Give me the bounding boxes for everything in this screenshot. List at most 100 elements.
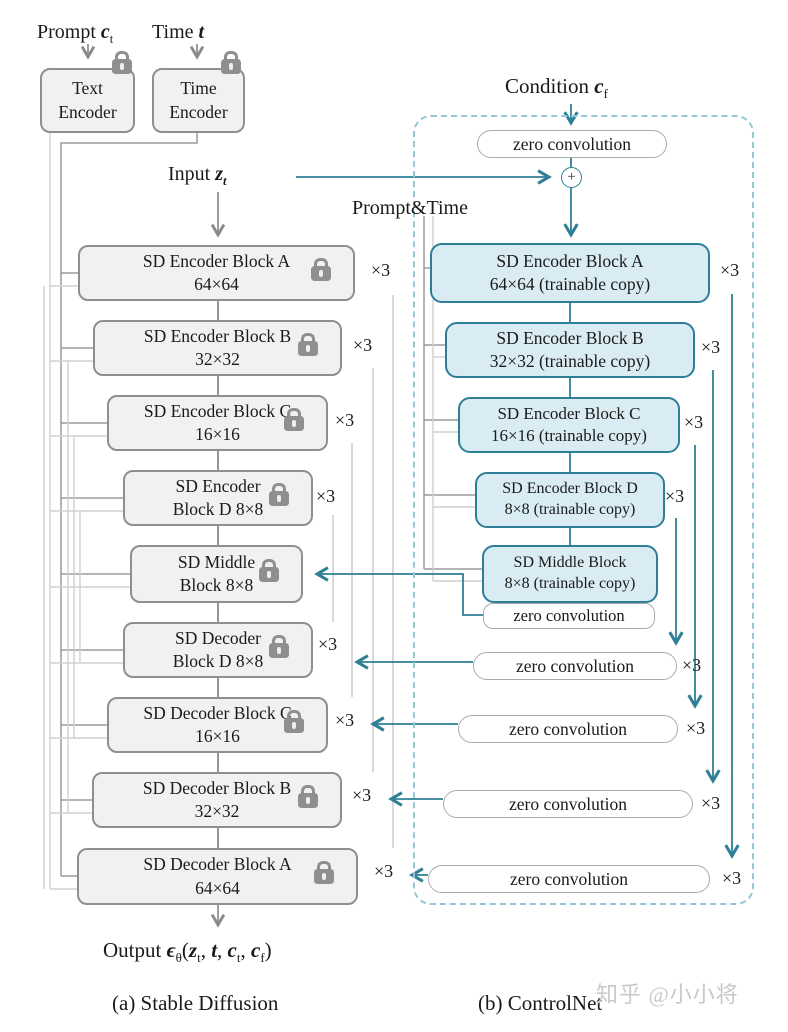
times3-label: ×3 xyxy=(371,260,391,280)
times3-label: ×3 xyxy=(374,861,394,881)
block-dims: 8×8 (trainable copy) xyxy=(504,501,636,518)
time-encoder-block: Time Encoder xyxy=(152,68,245,133)
block-title: SD Decoder Block A xyxy=(143,854,292,875)
times3-label: ×3 xyxy=(353,335,373,355)
output-t: t xyxy=(211,938,218,962)
text-encoder-line1: Text xyxy=(72,78,103,99)
block-title: SD Decoder Block B xyxy=(142,777,292,798)
lock-icon xyxy=(298,333,318,356)
block-dims: 64×64 xyxy=(194,274,239,294)
controlnet-encoder-block-c: SD Encoder Block C 16×16 (trainable copy… xyxy=(458,397,680,453)
teal-flow-lines xyxy=(296,104,579,545)
zero-convolution-decoder-c: zero convolution xyxy=(458,715,678,743)
output-epsilon: ϵ xyxy=(166,938,176,962)
times3-label: ×3 xyxy=(335,710,355,730)
controlnet-encoder-block-b: SD Encoder Block B 32×32 (trainable copy… xyxy=(445,322,695,378)
text-encoder-line2: Encoder xyxy=(58,101,117,122)
lock-icon xyxy=(284,710,304,733)
time-label: Time t xyxy=(152,21,204,44)
prompt-label: Prompt ct xyxy=(37,21,113,47)
paren: ( xyxy=(181,938,189,962)
zero-conv-to-decoder-arrows xyxy=(314,566,483,883)
zero-convolution-middle: zero convolution xyxy=(483,603,655,629)
block-title: SD Decoder xyxy=(174,627,261,648)
input-var: z xyxy=(215,163,224,185)
sd-encoder-block-a: SD Encoder Block A 64×64 xyxy=(78,245,355,301)
sd-encoder-block-b: SD Encoder Block B 32×32 xyxy=(93,320,342,376)
lock-icon xyxy=(259,559,279,582)
controlnet-encoder-block-a: SD Encoder Block A 64×64 (trainable copy… xyxy=(430,243,710,303)
block-dims: 8×8 (trainable copy) xyxy=(504,575,636,592)
input-word: Input xyxy=(168,163,216,185)
add-node: + xyxy=(561,167,582,188)
controlnet-dashed-container xyxy=(413,115,754,905)
block-title: SD Encoder Block A xyxy=(496,251,644,272)
lock-icon xyxy=(298,785,318,808)
block-title: SD Encoder Block B xyxy=(496,328,644,349)
lock-icon xyxy=(284,408,304,431)
condition-label: Condition cf xyxy=(505,74,608,102)
condition-word: Condition xyxy=(505,74,595,98)
caption-stable-diffusion: (a) Stable Diffusion xyxy=(112,991,279,1015)
output-label: Output ϵθ(zt, t, ct, cf) xyxy=(103,938,272,966)
times3-label: ×3 xyxy=(318,634,338,654)
output-z: z xyxy=(188,938,198,962)
zero-convolution-decoder-d: zero convolution xyxy=(473,652,677,680)
lock-icon xyxy=(311,258,331,281)
output-c1-sub: t xyxy=(236,950,241,966)
times3-label: ×3 xyxy=(701,793,721,813)
block-title: SD Middle xyxy=(177,551,256,572)
prompt-time-label: Prompt&Time xyxy=(352,197,468,219)
times3-label: ×3 xyxy=(316,486,336,506)
zero-convolution-top: zero convolution xyxy=(477,130,667,158)
times3-label: ×3 xyxy=(352,785,372,805)
block-dims: 32×32 xyxy=(195,349,240,369)
times3-label: ×3 xyxy=(684,412,704,432)
output-z-sub: t xyxy=(197,950,201,966)
input-sub: t xyxy=(223,174,227,188)
sep: , xyxy=(200,938,212,962)
prompt-sub: t xyxy=(109,32,114,46)
sep: , xyxy=(240,938,251,962)
gray-arrows xyxy=(80,44,226,928)
times3-label: ×3 xyxy=(720,260,740,280)
left-bus-dark xyxy=(60,133,198,877)
block-dims: 32×32 (trainable copy) xyxy=(489,351,651,371)
left-bus-light xyxy=(43,133,130,890)
skip-connection-lines xyxy=(332,295,394,848)
text-encoder-block: Text Encoder xyxy=(40,68,135,133)
zero-convolution-decoder-b: zero convolution xyxy=(443,790,693,818)
output-c2: c xyxy=(251,938,261,962)
time-var: t xyxy=(198,21,205,43)
block-dims: Block D 8×8 xyxy=(172,651,264,671)
block-title: SD Encoder Block C xyxy=(497,403,641,423)
time-encoder-line2: Encoder xyxy=(169,101,228,122)
controlnet-encoder-block-d: SD Encoder Block D 8×8 (trainable copy) xyxy=(475,472,665,528)
block-dims: 16×16 xyxy=(195,424,240,444)
lock-icon xyxy=(112,51,132,74)
block-dims: 32×32 xyxy=(194,801,240,821)
times3-label: ×3 xyxy=(682,655,702,675)
time-word: Time xyxy=(152,21,199,43)
block-title: SD Encoder Block A xyxy=(142,250,291,271)
sep: , xyxy=(217,938,228,962)
block-title: SD Middle Block xyxy=(513,554,627,572)
block-title: SD Encoder xyxy=(175,475,261,496)
sd-decoder-block-a: SD Decoder Block A 64×64 xyxy=(77,848,358,905)
times3-label: ×3 xyxy=(686,718,706,738)
prompt-word: Prompt xyxy=(37,21,101,43)
times3-label: ×3 xyxy=(701,337,721,357)
block-title: SD Encoder Block D xyxy=(502,480,638,498)
block-dims: Block 8×8 xyxy=(179,575,254,595)
block-dims: Block D 8×8 xyxy=(172,499,264,519)
sd-decoder-block-d: SD Decoder Block D 8×8 xyxy=(123,622,313,678)
output-epsilon-sub: θ xyxy=(175,950,182,966)
caption-controlnet: (b) ControlNet xyxy=(478,991,603,1015)
lock-icon xyxy=(221,51,241,74)
lock-icon xyxy=(314,861,334,884)
block-title: SD Encoder Block C xyxy=(143,400,292,421)
block-title: SD Encoder Block B xyxy=(143,325,292,346)
controlnet-middle-block: SD Middle Block 8×8 (trainable copy) xyxy=(482,545,658,603)
